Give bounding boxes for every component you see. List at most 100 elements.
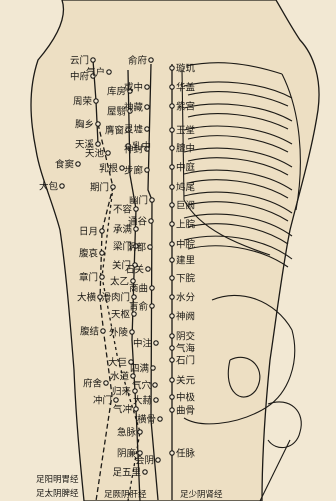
- hip-joint: [268, 402, 301, 448]
- acupoint-dot-56: [170, 104, 174, 108]
- acupoint-label-67: 神阙: [176, 311, 195, 323]
- acupoint-label-56: 紫宫: [176, 101, 195, 113]
- acupoint-dot-14: [111, 185, 115, 189]
- acupoint-dot-70: [170, 358, 174, 362]
- acupoint-dot-75: [170, 451, 174, 455]
- acupoint-dot-69: [170, 346, 174, 350]
- acupoint-label-45: 气穴: [132, 380, 152, 392]
- acupoint-label-6: 大包: [39, 181, 59, 193]
- acupoint-dot-64: [170, 258, 174, 262]
- acupoint-label-71: 关元: [176, 375, 196, 387]
- acupoint-dot-66: [170, 295, 174, 299]
- acupoint-dot-55: [170, 85, 174, 89]
- acupoint-label-43: 四满: [130, 364, 150, 375]
- acupoint-label-26: 步廊: [124, 165, 144, 177]
- acupoint-label-17: 章门: [79, 272, 98, 284]
- acupoint-dot-50: [138, 430, 142, 434]
- acupoint-dot-20: [104, 381, 108, 385]
- acupoint-label-50: 急脉: [117, 427, 137, 439]
- acupoint-label-54: 璇玑: [176, 63, 196, 75]
- acupoint-dot-61: [170, 203, 174, 207]
- acupoint-label-2: 周荣: [73, 96, 93, 108]
- acupoint-label-16: 腹哀: [79, 248, 99, 260]
- acupoint-label-19: 腹结: [80, 326, 99, 338]
- acupoint-label-3: 胸乡: [75, 119, 94, 131]
- acupoint-label-36: 太乙: [110, 276, 129, 288]
- acupoint-label-10: 膺窗: [105, 125, 124, 137]
- acupoint-label-51: 阴廉: [117, 448, 137, 460]
- acupoint-label-73: 曲骨: [176, 406, 195, 417]
- acupoint-dot-24: [145, 127, 149, 131]
- acupoint-dot-28: [134, 207, 138, 211]
- acupoint-dot-72: [170, 395, 174, 399]
- acupoint-label-41: 外陵: [109, 327, 129, 339]
- acupoint-dot-57: [170, 128, 174, 132]
- acupoint-label-15: 日月: [79, 227, 98, 238]
- acupoint-label-24: 灵墟: [124, 124, 144, 136]
- acupoint-label-0: 云门: [70, 55, 89, 67]
- meridian-label-2: 足厥阴肝经: [104, 489, 147, 500]
- acupoint-dot-62: [170, 222, 174, 226]
- acupoint-label-49: 横骨: [137, 414, 156, 426]
- acupoint-label-38: 肓俞: [129, 301, 149, 313]
- acupoint-label-69: 气海: [176, 343, 196, 355]
- acupoint-dot-58: [170, 146, 174, 150]
- acupoint-label-59: 中庭: [176, 162, 196, 174]
- acupoint-label-14: 期门: [90, 182, 109, 194]
- acupoint-dot-19: [101, 329, 105, 333]
- acupoint-label-35: 商曲: [129, 283, 148, 295]
- acupoint-label-37: 滑肉门: [101, 292, 130, 304]
- acupoint-label-22: 或中: [124, 82, 143, 94]
- acupoint-label-34: 关门: [112, 260, 131, 272]
- meridian-label-0: 足阳明胃经: [36, 474, 79, 485]
- acupoint-dot-27: [150, 198, 154, 202]
- acupoint-label-62: 上脘: [176, 219, 196, 231]
- acupoint-label-12: 乳根: [99, 163, 119, 175]
- acupoint-dot-68: [170, 334, 174, 338]
- acupoint-dot-23: [145, 105, 149, 109]
- acupoint-label-53: 俞府: [128, 55, 148, 67]
- acupoint-dot-4: [96, 142, 100, 146]
- acupoint-dot-65: [170, 276, 174, 280]
- acupoint-dot-6: [60, 184, 64, 188]
- acupoint-dot-71: [170, 378, 174, 382]
- acupoint-dot-35: [150, 286, 154, 290]
- acupoint-dot-17: [100, 275, 104, 279]
- acupoint-dot-16: [100, 251, 104, 255]
- acupoint-dot-15: [100, 229, 104, 233]
- acupoint-label-18: 大横: [77, 292, 97, 304]
- acupoint-label-25: 神封: [124, 144, 144, 156]
- acupoint-label-58: 膻中: [176, 143, 195, 155]
- acupoint-dot-60: [170, 185, 174, 189]
- acupoint-label-28: 不容: [113, 204, 133, 216]
- acupoint-dot-29: [149, 219, 153, 223]
- acupoint-dot-26: [145, 168, 149, 172]
- acupoint-label-61: 巨阙: [176, 201, 195, 212]
- acupoint-label-20: 府舍: [83, 378, 103, 390]
- acupoint-dot-21: [114, 398, 118, 402]
- meridian-label-1: 足太阴脾经: [36, 488, 79, 499]
- acupoint-label-65: 下脘: [176, 273, 196, 285]
- acupoint-label-48: 气冲: [113, 404, 132, 416]
- acupoint-dot-49: [158, 417, 162, 421]
- acupoint-label-66: 水分: [176, 292, 196, 304]
- acupoint-label-64: 建里: [176, 255, 195, 267]
- acupoint-dot-7: [107, 70, 111, 74]
- acupoint-dot-54: [170, 66, 174, 70]
- meridian-label-3: 足少阴肾经: [180, 489, 223, 500]
- acupoint-label-47: 大赫: [133, 395, 153, 407]
- acupoint-label-23: 神藏: [124, 102, 144, 114]
- acupoint-label-40: 中注: [133, 338, 153, 350]
- acupoint-dot-5: [76, 162, 80, 166]
- acupoint-dot-37: [132, 295, 136, 299]
- acupoint-dot-47: [154, 398, 158, 402]
- acupoint-dot-74: [156, 458, 160, 462]
- acupoint-dot-41: [130, 330, 134, 334]
- acupoint-label-39: 天枢: [111, 309, 131, 321]
- acupoint-label-13: 天池: [85, 148, 105, 160]
- acupoint-dot-53: [149, 58, 153, 62]
- acupoint-dot-2: [94, 99, 98, 103]
- acupoint-dot-52: [143, 470, 147, 474]
- acupoint-label-30: 承满: [113, 225, 133, 236]
